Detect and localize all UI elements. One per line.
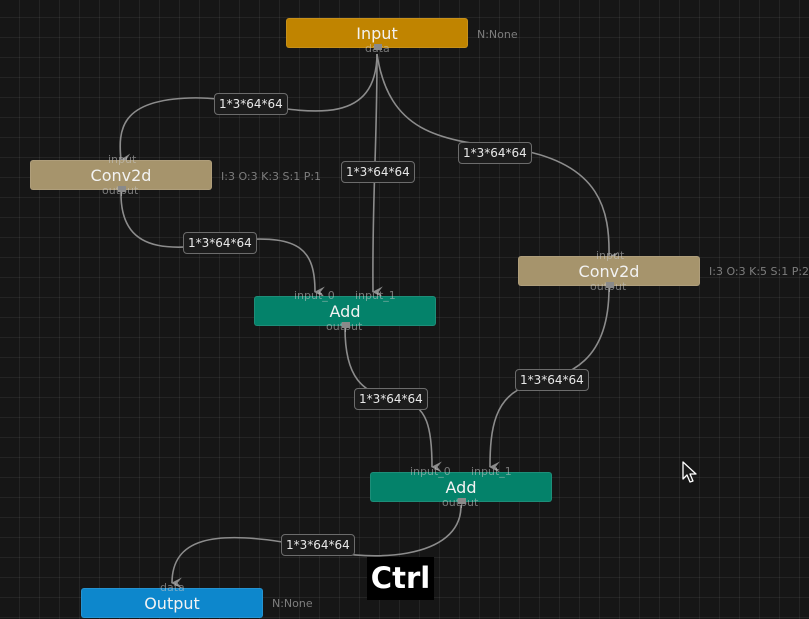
conv2d-node-2-label: Conv2d xyxy=(578,262,640,281)
edge-label-conv2-add2[interactable]: 1*3*64*64 xyxy=(515,369,589,391)
input-node-label: Input xyxy=(356,24,398,43)
conv2d-node-2[interactable]: input Conv2d output xyxy=(518,250,700,292)
edge-label-add2-output[interactable]: 1*3*64*64 xyxy=(281,534,355,556)
conv2d-node-1-in-port[interactable]: input xyxy=(108,153,137,166)
mouse-cursor-icon xyxy=(682,461,697,483)
conv2d-node-1-attr: I:3 O:3 K:3 S:1 P:1 xyxy=(221,170,322,183)
edge-label-input-conv2[interactable]: 1*3*64*64 xyxy=(458,142,532,164)
output-node-label: Output xyxy=(144,594,200,613)
add-node-1[interactable]: input_0 input_1 Add output xyxy=(254,290,436,332)
conv2d-node-2-in-port[interactable]: input xyxy=(596,249,625,262)
add-node-1-label: Add xyxy=(329,302,361,321)
ctrl-key-badge: Ctrl xyxy=(367,557,434,600)
add-node-1-out-plug[interactable] xyxy=(342,322,350,328)
output-node-attr: N:None xyxy=(272,597,313,610)
edge-label-add1-add2[interactable]: 1*3*64*64 xyxy=(354,388,428,410)
conv2d-node-2-out-plug[interactable] xyxy=(606,282,614,288)
edge-label-conv1-add1[interactable]: 1*3*64*64 xyxy=(183,232,257,254)
output-node-in-port[interactable]: data xyxy=(160,581,185,594)
input-node[interactable]: Input data xyxy=(286,18,468,54)
input-node-out-plug[interactable] xyxy=(374,44,382,50)
conv2d-node-2-attr: I:3 O:3 K:5 S:1 P:2 xyxy=(709,265,809,278)
add-node-2-in-port-1[interactable]: input_1 xyxy=(471,465,512,478)
add-node-1-in-port-0[interactable]: input_0 xyxy=(294,289,335,302)
conv2d-node-1[interactable]: input Conv2d output xyxy=(30,154,212,196)
output-node[interactable]: data Output xyxy=(81,582,263,618)
input-node-attr: N:None xyxy=(477,28,518,41)
add-node-2[interactable]: input_0 input_1 Add output xyxy=(370,466,552,508)
edge-label-input-conv1[interactable]: 1*3*64*64 xyxy=(214,93,288,115)
conv2d-node-1-out-plug[interactable] xyxy=(118,186,126,192)
add-node-1-in-port-1[interactable]: input_1 xyxy=(355,289,396,302)
add-node-2-in-port-0[interactable]: input_0 xyxy=(410,465,451,478)
add-node-2-label: Add xyxy=(445,478,477,497)
add-node-2-out-plug[interactable] xyxy=(458,498,466,504)
conv2d-node-1-label: Conv2d xyxy=(90,166,152,185)
edge-label-input-add1[interactable]: 1*3*64*64 xyxy=(341,161,415,183)
